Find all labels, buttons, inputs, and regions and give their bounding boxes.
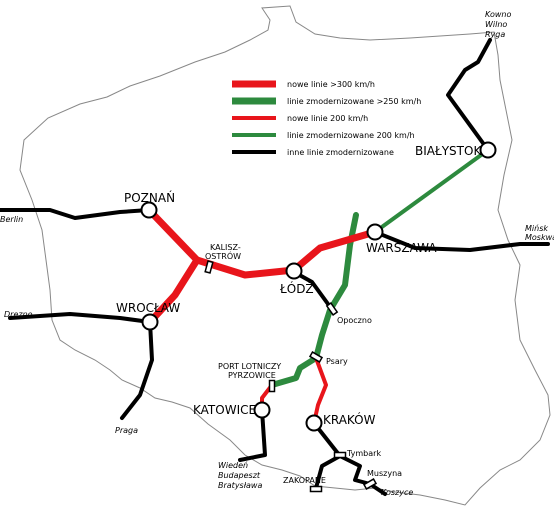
ext-kowno-label-2: Wilno [485,20,507,29]
ext-berlin-label: Berlin [0,215,23,224]
red-lines [145,206,379,425]
ext-praga-label: Praga [115,426,138,435]
city-lodz-marker[interactable] [285,262,303,280]
ext-wieden-label-1: Wiedeń [218,461,248,470]
line-kalisz-lodz [193,256,298,279]
legend-label-other: inne linie zmodernizowane [287,148,394,157]
stop-port-marker[interactable] [268,379,276,393]
line-katowice-wieden [238,408,267,462]
city-bialystok-label: BIAŁYSTOK [415,144,482,158]
stop-tymbark-label: Tymbark [346,449,381,458]
stop-port-label-2: PYRZOWICE [228,371,276,380]
ext-wieden-label-2: Budapeszt [218,471,261,480]
stop-opoczno-label: Opoczno [337,316,372,325]
black-lines [0,38,550,496]
legend-label-new-300: nowe linie >300 km/h [287,80,375,89]
city-krakow-marker[interactable] [305,414,323,432]
stop-koszyce-label: Koszyce [381,488,413,497]
city-warszawa-label: WARSZAWA [366,241,437,255]
city-bialystok-marker[interactable] [479,141,497,159]
city-poznan-marker[interactable] [140,201,158,219]
ext-kowno-label-3: Ryga [485,30,505,39]
stop-kalisz-marker[interactable] [204,260,214,274]
city-lodz-label: ŁÓDŹ [279,281,314,296]
line-psary-krakow [312,356,328,425]
line-tymbark-koszyce [338,454,387,496]
city-katowice-marker[interactable] [253,401,271,419]
stop-kalisz-label-2: OSTRÓW [205,250,241,261]
city-krakow-label: KRAKÓW [323,412,376,427]
city-markers [140,141,497,432]
stop-tymbark-marker[interactable] [333,451,347,459]
legend: nowe linie >300 km/h linie zmodernizowan… [232,80,421,157]
city-warszawa-marker[interactable] [366,223,384,241]
city-wroclaw-marker[interactable] [141,313,159,331]
stop-koszyce-marker[interactable] [362,478,378,490]
stop-zakopane-marker[interactable] [309,485,323,493]
legend-label-new-200: nowe linie 200 km/h [287,114,368,123]
line-poznan-kalisz [145,206,201,264]
stop-psary-label: Psary [326,357,348,366]
stop-zakopane-label: ZAKOPANE [283,476,326,485]
line-wroclaw-praga [120,320,154,420]
stop-kalisz-label-1: KALISZ- [210,243,241,252]
line-tymbark-zakopane [314,454,342,490]
green-lines [269,148,490,388]
city-wroclaw-label: WROCŁAW [116,301,180,315]
line-psary-katowice [269,355,319,388]
ext-minsk-label-2: Moskwa [525,233,554,242]
line-wroclaw-drezno [8,312,152,324]
line-wroclaw-kalisz [146,256,201,326]
stop-opoczno-marker[interactable] [325,302,339,316]
poland-border [19,5,551,506]
legend-label-mod-200: linie zmodernizowane 200 km/h [287,131,415,140]
line-bialystok-kowno [446,38,492,152]
line-warszawa-minsk [373,230,550,252]
legend-label-mod-250: linie zmodernizowane >250 km/h [287,97,421,106]
ext-wieden-label-3: Bratysława [218,481,262,490]
stop-psary-marker[interactable] [308,351,324,363]
line-lodz-warszawa [290,228,379,274]
line-poznan-berlin [0,208,151,220]
line-warszawa-bialystok [373,148,490,234]
ext-minsk-label-1: Mińsk [525,224,548,233]
ext-drezno-label: Drezno [4,310,33,319]
stop-markers [204,260,378,493]
city-poznan-label: POZNAŃ [124,190,175,205]
stop-port-label-1: PORT LOTNICZY [218,362,281,371]
city-katowice-label: KATOWICE [193,403,256,417]
stop-muszyna-label: Muszyna [367,469,402,478]
ext-kowno-label-1: Kowno [485,10,511,19]
